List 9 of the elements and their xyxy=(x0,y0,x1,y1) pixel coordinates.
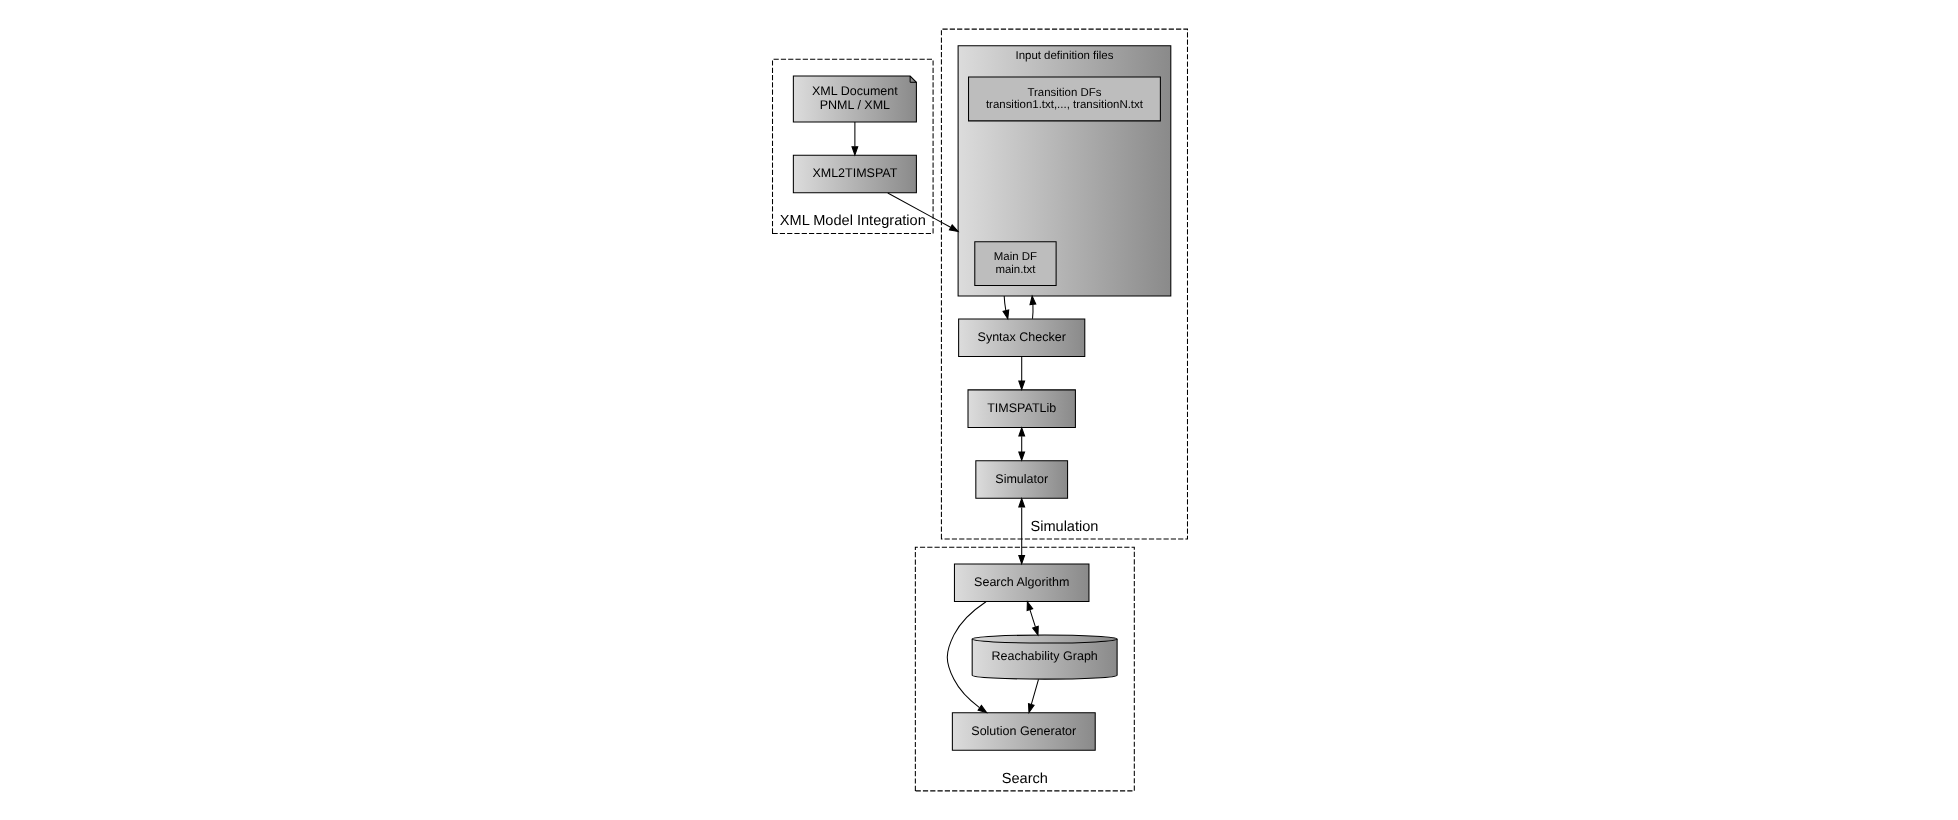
arrow xyxy=(1001,295,1009,321)
arrow xyxy=(1028,294,1036,320)
arrow xyxy=(945,601,987,714)
arrow xyxy=(1025,600,1038,637)
arrow xyxy=(1017,356,1025,391)
arrow xyxy=(886,192,959,233)
arrow xyxy=(850,121,858,157)
arrow xyxy=(1017,497,1025,566)
arrow xyxy=(1026,678,1038,714)
